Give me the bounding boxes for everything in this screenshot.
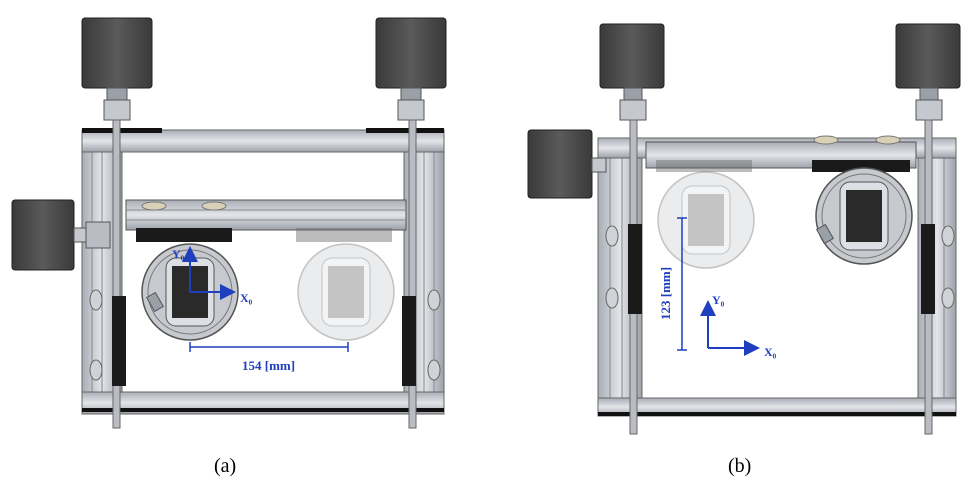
- panel-b: 123 [mm] Y₀ X₀ (b): [527, 23, 961, 477]
- motor-top-right: [895, 23, 961, 89]
- x-axis-label: X₀: [764, 345, 777, 359]
- stage-position-2: [297, 243, 395, 341]
- caption: (b): [728, 455, 751, 477]
- motor-top-left: [81, 17, 153, 89]
- y-axis-label: Y₀: [712, 293, 725, 307]
- y-axis-label: Y₀: [172, 247, 185, 261]
- stage-position-1: [657, 171, 755, 269]
- motor-left: [11, 199, 75, 271]
- x-axis-label: X₀: [240, 291, 253, 305]
- caption: (a): [214, 455, 236, 477]
- dimension-label: 123 [mm]: [658, 267, 673, 320]
- motor-top-left: [599, 23, 665, 89]
- dimension-label: 154 [mm]: [242, 358, 295, 373]
- panel-a: Y₀ X₀ 154 [mm] (a): [11, 17, 447, 477]
- x-gantry: [125, 199, 407, 231]
- stage-position-2: [815, 167, 913, 265]
- frame-top-bar: [81, 129, 445, 153]
- motor-top-right: [375, 17, 447, 89]
- motor-left: [527, 129, 593, 199]
